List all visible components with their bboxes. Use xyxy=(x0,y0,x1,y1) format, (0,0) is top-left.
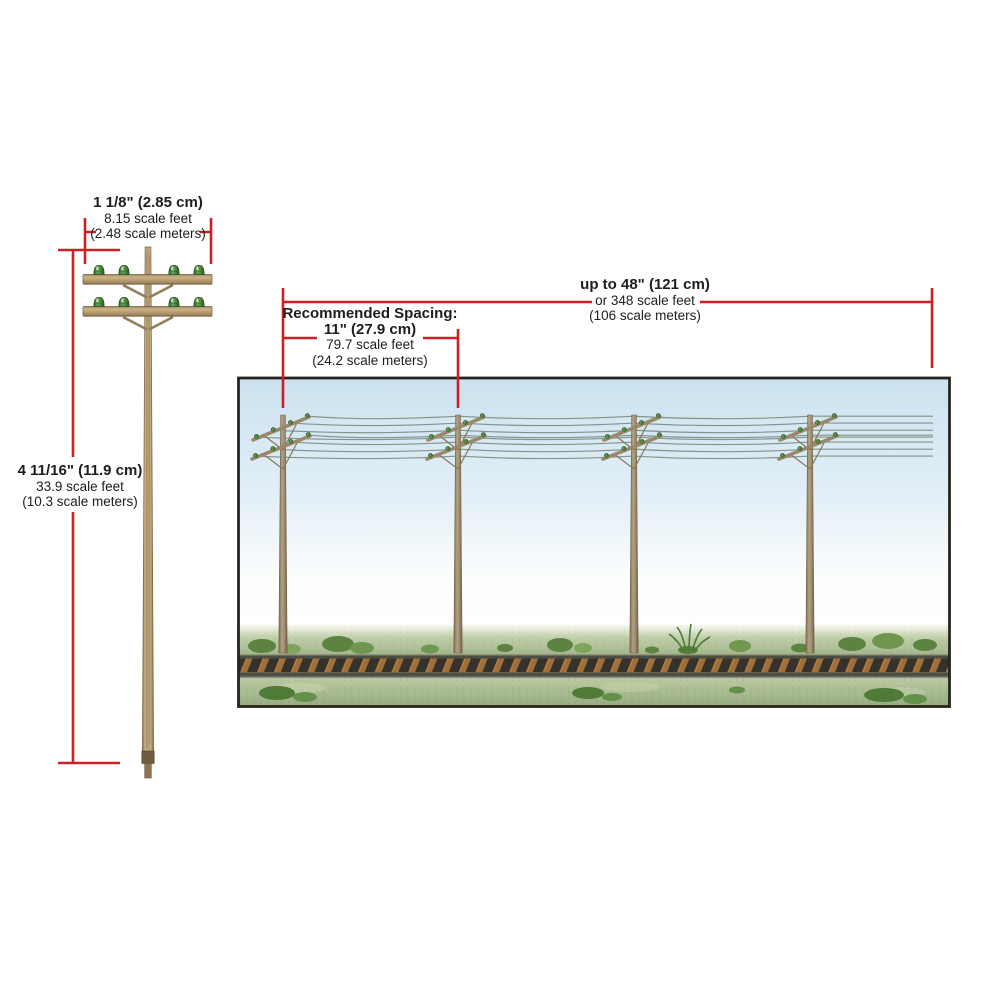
max-span-dimension xyxy=(281,288,934,408)
pole-height-line1: 4 11/16" (11.9 cm) xyxy=(17,462,143,479)
recommended-spacing-line4: (24.2 scale meters) xyxy=(312,352,428,368)
crossarm-width-label: 1 1/8" (2.85 cm) 8.15 scale feet (2.48 s… xyxy=(58,195,238,242)
rail-bottom xyxy=(239,672,949,677)
lower-braces xyxy=(122,315,174,331)
glass-insulator xyxy=(118,264,130,275)
crossarm-width-line3: (2.48 scale meters) xyxy=(90,226,206,242)
scene-pole xyxy=(777,413,839,654)
pole-height-line3: (10.3 scale meters) xyxy=(22,494,138,510)
upper-braces xyxy=(122,283,174,299)
glass-insulator xyxy=(168,264,180,275)
lower-crossarm xyxy=(82,306,213,317)
glass-insulator xyxy=(168,296,180,307)
dimension-lines xyxy=(58,218,934,765)
glass-insulator xyxy=(193,264,205,275)
crossarm-width-dimension xyxy=(83,218,213,264)
pole-base xyxy=(141,750,155,764)
rail-ties xyxy=(239,658,949,673)
pole-height-dimension xyxy=(58,248,120,765)
glass-insulators xyxy=(93,264,205,307)
near-bushes xyxy=(259,686,927,704)
pole-front-view xyxy=(82,246,213,779)
recommended-spacing-line2: 11" (27.9 cm) xyxy=(323,320,417,338)
glass-insulator xyxy=(118,296,130,307)
scene-far-grass xyxy=(239,620,949,656)
crossarm-width-line1: 1 1/8" (2.85 cm) xyxy=(93,194,203,211)
max-span-line3: (106 scale meters) xyxy=(589,308,701,324)
grass-tuft xyxy=(668,623,711,654)
max-span-label: up to 48" (121 cm) or 348 scale feet (10… xyxy=(544,277,746,324)
telephone-wires xyxy=(255,415,933,460)
pole-height-line2: 33.9 scale feet xyxy=(36,478,124,494)
max-span-line2: or 348 scale feet xyxy=(595,292,695,308)
glass-insulator xyxy=(93,264,105,275)
glass-insulator xyxy=(93,296,105,307)
glass-insulator xyxy=(193,296,205,307)
pole-height-label: 4 11/16" (11.9 cm) 33.9 scale feet (10.3… xyxy=(0,463,160,510)
recommended-spacing-label: Recommended Spacing: 11" (27.9 cm) 79.7 … xyxy=(278,306,462,368)
mounting-peg xyxy=(144,763,152,779)
scene-pole xyxy=(601,413,663,654)
rail-top xyxy=(239,654,949,659)
railroad-track xyxy=(239,654,949,678)
crossarm-width-line2: 8.15 scale feet xyxy=(104,210,192,226)
max-span-line1: up to 48" (121 cm) xyxy=(580,276,710,293)
recommended-spacing-line1: Recommended Spacing: xyxy=(282,305,458,322)
upper-crossarm xyxy=(82,274,213,285)
spacing-dimension xyxy=(283,329,460,408)
recommended-spacing-line3: 79.7 scale feet xyxy=(326,337,414,353)
scene-illustration xyxy=(237,376,951,708)
scene-poles xyxy=(250,413,839,654)
scene-pole xyxy=(425,413,487,654)
scene-pole xyxy=(250,413,312,654)
scene-border xyxy=(237,376,951,708)
